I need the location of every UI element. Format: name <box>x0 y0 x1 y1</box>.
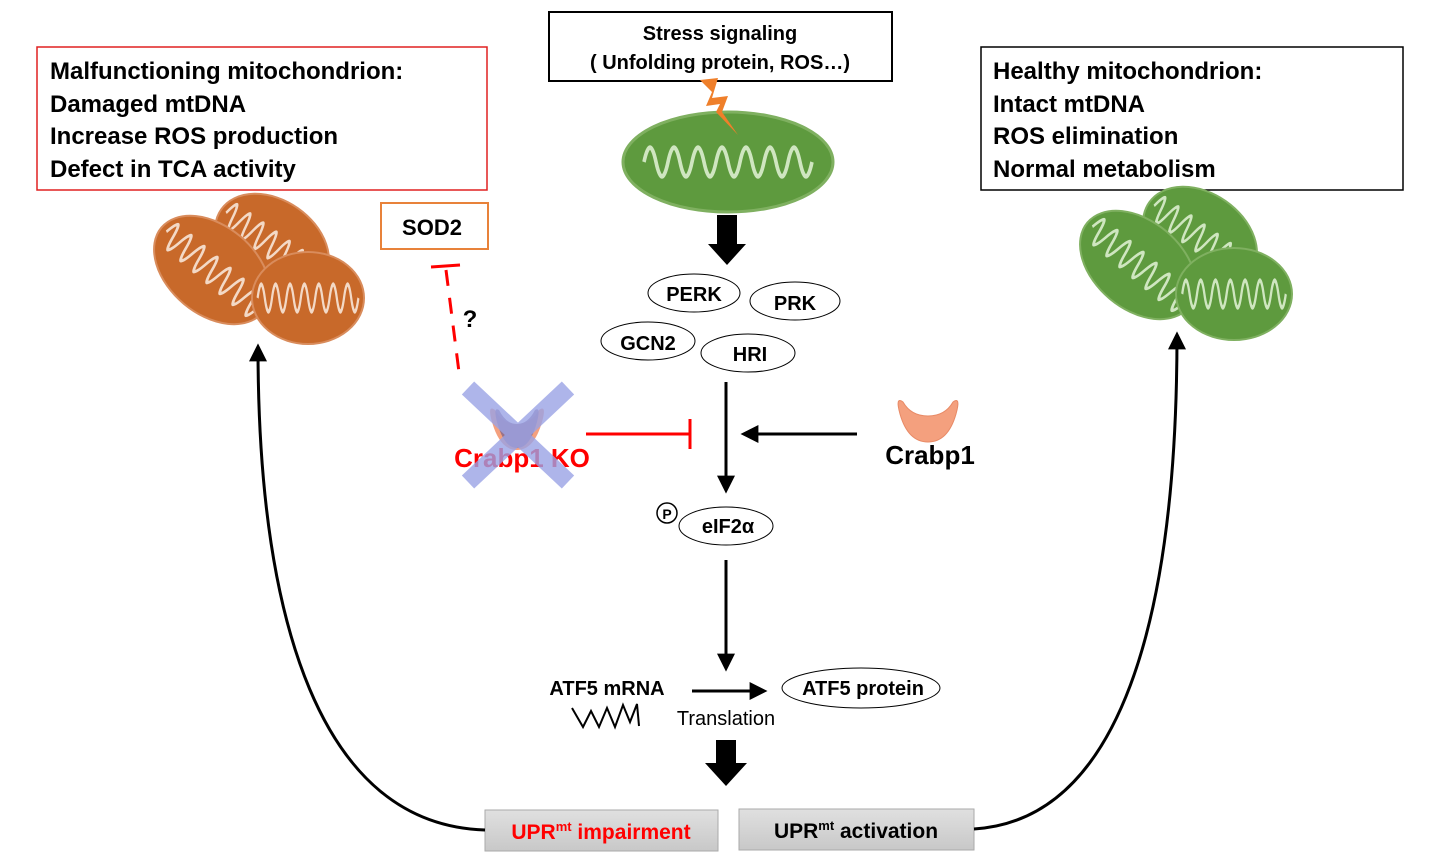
svg-text:HRI: HRI <box>733 344 767 366</box>
sod2-box: SOD2 <box>380 202 489 250</box>
upr-activation-box: UPRmt activation <box>738 808 975 851</box>
stressed-mitochondrion <box>621 110 835 214</box>
healthy-box: Healthy mitochondrion: Intact mtDNA ROS … <box>980 46 1404 191</box>
stress-signaling-box: Stress signaling ( Unfolding protein, RO… <box>548 11 893 82</box>
kinase-prk: PRK <box>749 281 841 321</box>
malfunction-title: Malfunctioning mitochondrion: <box>50 58 403 85</box>
down-arrow-to-upr <box>705 740 747 786</box>
knockout-cross-icon <box>461 381 575 489</box>
upr-impairment-label: UPRmt impairment <box>511 819 690 844</box>
atf5-mrna-label: ATF5 mRNA <box>549 678 664 700</box>
upr-impairment-box: UPRmt impairment <box>484 809 719 852</box>
svg-text:GCN2: GCN2 <box>620 333 676 355</box>
eif2a-node: P eIF2α <box>656 502 774 546</box>
damaged-mitochondria-cluster <box>153 192 365 345</box>
unknown-mechanism-question: ? <box>463 306 478 333</box>
healthy-item: Intact mtDNA <box>993 91 1145 118</box>
malfunction-item: Damaged mtDNA <box>50 91 246 118</box>
healthy-item: Normal metabolism <box>993 156 1216 183</box>
sod2-label: SOD2 <box>402 215 462 240</box>
kinase-gcn2: GCN2 <box>600 321 696 361</box>
upr-activation-label: UPRmt activation <box>774 818 938 843</box>
kinase-hri: HRI <box>700 333 796 373</box>
down-arrow-to-kinases <box>708 215 746 265</box>
malfunction-item: Increase ROS production <box>50 123 338 150</box>
sod2-dashed-inhibition <box>430 263 462 381</box>
eif2a-label: eIF2α <box>702 516 755 538</box>
curve-arrow-to-healthy-mito <box>973 331 1186 831</box>
stress-title: Stress signaling <box>643 23 798 45</box>
translation-label: Translation <box>677 708 775 730</box>
mrna-wave-icon <box>571 702 640 730</box>
atf5-protein-node: ATF5 protein <box>781 667 941 709</box>
malfunction-box: Malfunctioning mitochondrion: Damaged mt… <box>36 46 488 191</box>
kinase-perk: PERK <box>647 273 741 313</box>
svg-text:PRK: PRK <box>774 293 817 315</box>
crabp1-protein-icon <box>897 400 959 443</box>
healthy-mitochondria-cluster <box>1079 185 1293 341</box>
healthy-title: Healthy mitochondrion: <box>993 58 1262 85</box>
malfunction-item: Defect in TCA activity <box>50 156 296 183</box>
phospho-label: P <box>662 506 671 522</box>
curve-arrow-to-damaged-mito <box>249 343 486 832</box>
stress-subtitle: ( Unfolding protein, ROS…) <box>590 52 850 74</box>
lightning-bolt-icon <box>700 78 738 135</box>
atf5-protein-label: ATF5 protein <box>802 678 924 700</box>
svg-text:PERK: PERK <box>666 284 722 306</box>
healthy-item: ROS elimination <box>993 123 1178 150</box>
crabp1-label: Crabp1 <box>885 440 975 470</box>
